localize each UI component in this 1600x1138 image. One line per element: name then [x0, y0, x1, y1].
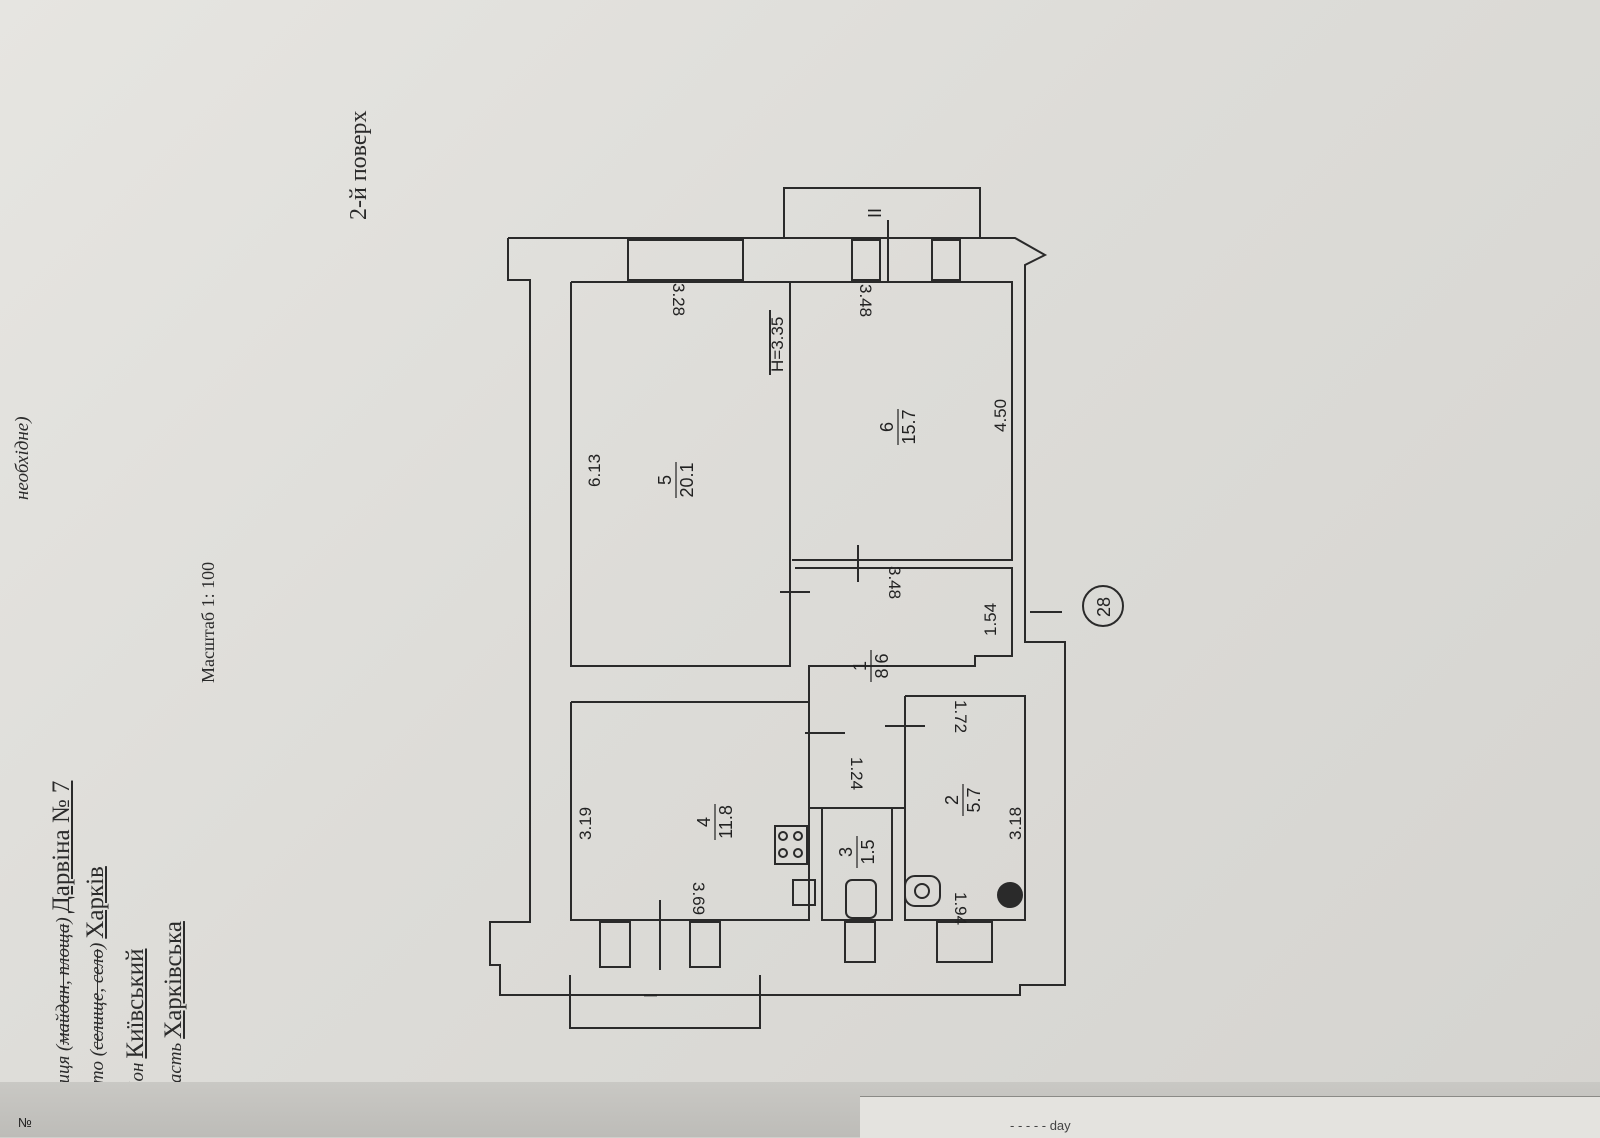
room-2-label: 2 5.7: [942, 784, 984, 816]
svg-text:11.8: 11.8: [716, 805, 736, 839]
dim-1-24: 1.24: [847, 757, 866, 790]
dim-3-18: 3.18: [1006, 807, 1025, 840]
svg-text:4: 4: [694, 817, 714, 827]
room-4-label: 4 11.8: [694, 804, 736, 840]
underlying-page-text: - - - - - day: [1010, 1118, 1071, 1133]
svg-text:2: 2: [942, 795, 962, 805]
room-5-label: 5 20.1: [655, 462, 697, 498]
dim-1-94: 1.94: [951, 892, 970, 925]
underlying-page: [860, 1096, 1600, 1138]
svg-text:1: 1: [850, 661, 870, 671]
dim-3-19: 3.19: [576, 807, 595, 840]
dim-3-69: 3.69: [689, 882, 708, 915]
dim-3-48-mid: 3.48: [885, 566, 904, 599]
dim-1-72: 1.72: [951, 700, 970, 733]
room-1-label: 1 8.6: [850, 650, 892, 682]
svg-text:6: 6: [877, 422, 897, 432]
dim-3-28: 3.28: [669, 283, 688, 316]
dim-1-54: 1.54: [981, 603, 1000, 636]
svg-text:15.7: 15.7: [899, 409, 919, 444]
balcony-left-label: I: [641, 993, 661, 998]
edge-mark: №: [18, 1115, 32, 1130]
svg-text:5.7: 5.7: [964, 787, 984, 812]
room-6-label: 6 15.7: [877, 409, 919, 445]
svg-text:8.6: 8.6: [872, 653, 892, 678]
balcony-right-label: II: [865, 208, 885, 218]
room-3-label: 3 1.5: [836, 836, 878, 868]
svg-text:5: 5: [655, 475, 675, 485]
svg-text:20.1: 20.1: [677, 462, 697, 497]
dim-4-50: 4.50: [991, 399, 1010, 432]
ceiling-height: Н=3.35: [768, 317, 787, 372]
apartment-number: 28: [1094, 597, 1114, 617]
svg-text:3: 3: [836, 847, 856, 857]
dim-3-48-top: 3.48: [856, 284, 875, 317]
svg-text:1.5: 1.5: [858, 839, 878, 864]
dim-6-13: 6.13: [585, 454, 604, 487]
